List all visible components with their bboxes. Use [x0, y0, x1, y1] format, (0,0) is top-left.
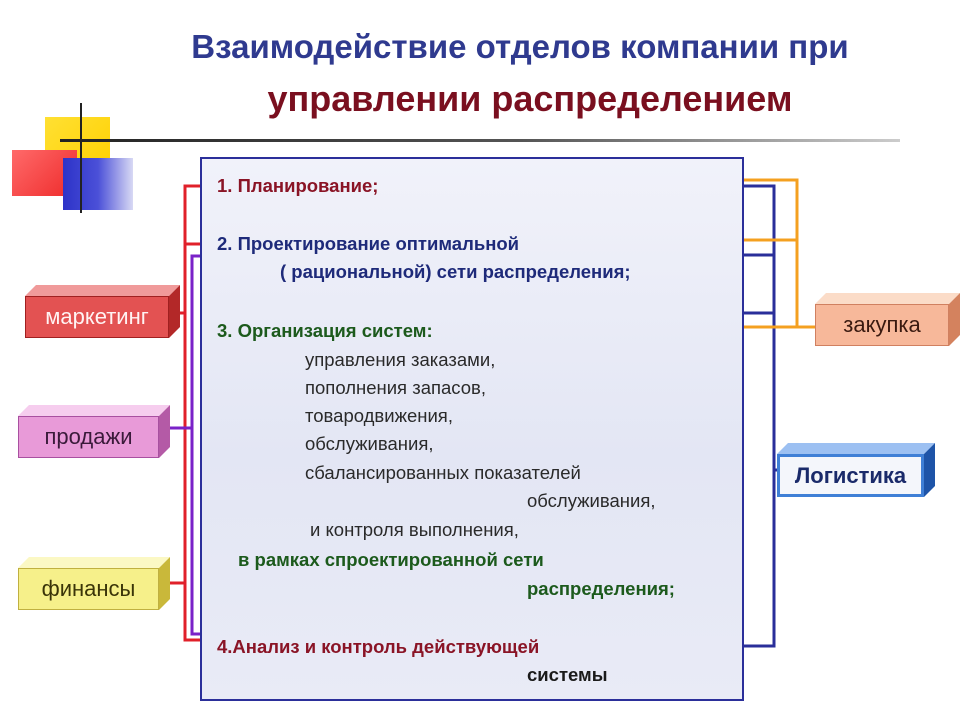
sub-item-orders: управления заказами,	[305, 349, 496, 370]
sub-item-service: обслуживания,	[305, 433, 434, 454]
dept-logistics-label: Логистика	[777, 454, 924, 497]
item-planning: 1. Планирование;	[217, 175, 379, 196]
sub-item-network-cont: распределения;	[527, 578, 675, 599]
sub-item-control: и контроля выполнения,	[310, 519, 519, 540]
sub-item-movement: товародвижения,	[305, 405, 453, 426]
sub-item-indicators-cont: обслуживания,	[527, 490, 656, 511]
dept-finance-label: финансы	[18, 568, 159, 610]
connector-orange	[744, 178, 799, 329]
dept-logistics: Логистика	[777, 443, 935, 497]
item-design-cont: ( рациональной) сети распределения;	[280, 261, 631, 282]
dept-purchasing: закупка	[815, 293, 960, 346]
page-title-line-2: управлении распределением	[267, 78, 793, 119]
decor-vertical-line	[80, 103, 82, 213]
sub-item-network: в рамках спроектированной сети	[238, 549, 544, 570]
title-underline	[60, 139, 900, 142]
dept-marketing-label: маркетинг	[25, 296, 169, 338]
dept-finance: финансы	[18, 557, 170, 610]
item-design: 2. Проектирование оптимальной	[217, 233, 520, 254]
dept-sales: продажи	[18, 405, 170, 458]
page-title-line-1: Взаимодействие отделов компании при	[191, 28, 849, 65]
dept-marketing: маркетинг	[25, 285, 180, 338]
dept-purchasing-label: закупка	[815, 304, 949, 346]
sub-item-indicators: сбалансированных показателей	[305, 462, 581, 483]
dept-sales-label: продажи	[18, 416, 159, 458]
item-analysis: 4.Анализ и контроль действующей	[217, 636, 540, 657]
decor-blue-square	[63, 158, 133, 210]
item-organization: 3. Организация систем:	[217, 320, 433, 341]
connector-purple	[190, 254, 205, 636]
connector-navy	[744, 184, 776, 648]
item-analysis-cont: системы	[527, 664, 608, 685]
connector-red	[183, 184, 200, 642]
functions-box	[200, 157, 744, 701]
sub-item-stock: пополнения запасов,	[305, 377, 487, 398]
